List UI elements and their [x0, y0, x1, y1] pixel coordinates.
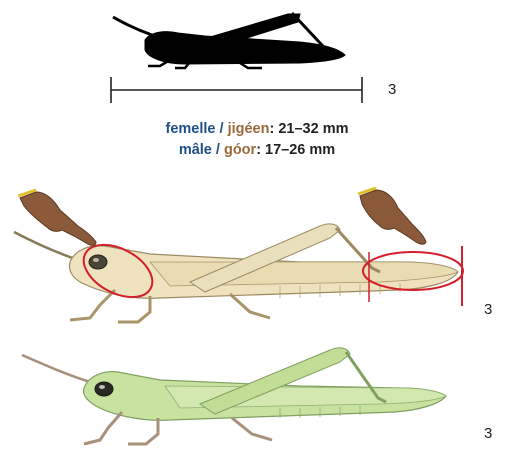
male-grasshopper-illustration [22, 348, 446, 444]
plate-number-upper: 3 [484, 301, 492, 318]
pointing-hand-icon [18, 190, 96, 245]
pointing-hand-icon [358, 188, 426, 244]
plate-number-lower: 3 [484, 425, 492, 442]
